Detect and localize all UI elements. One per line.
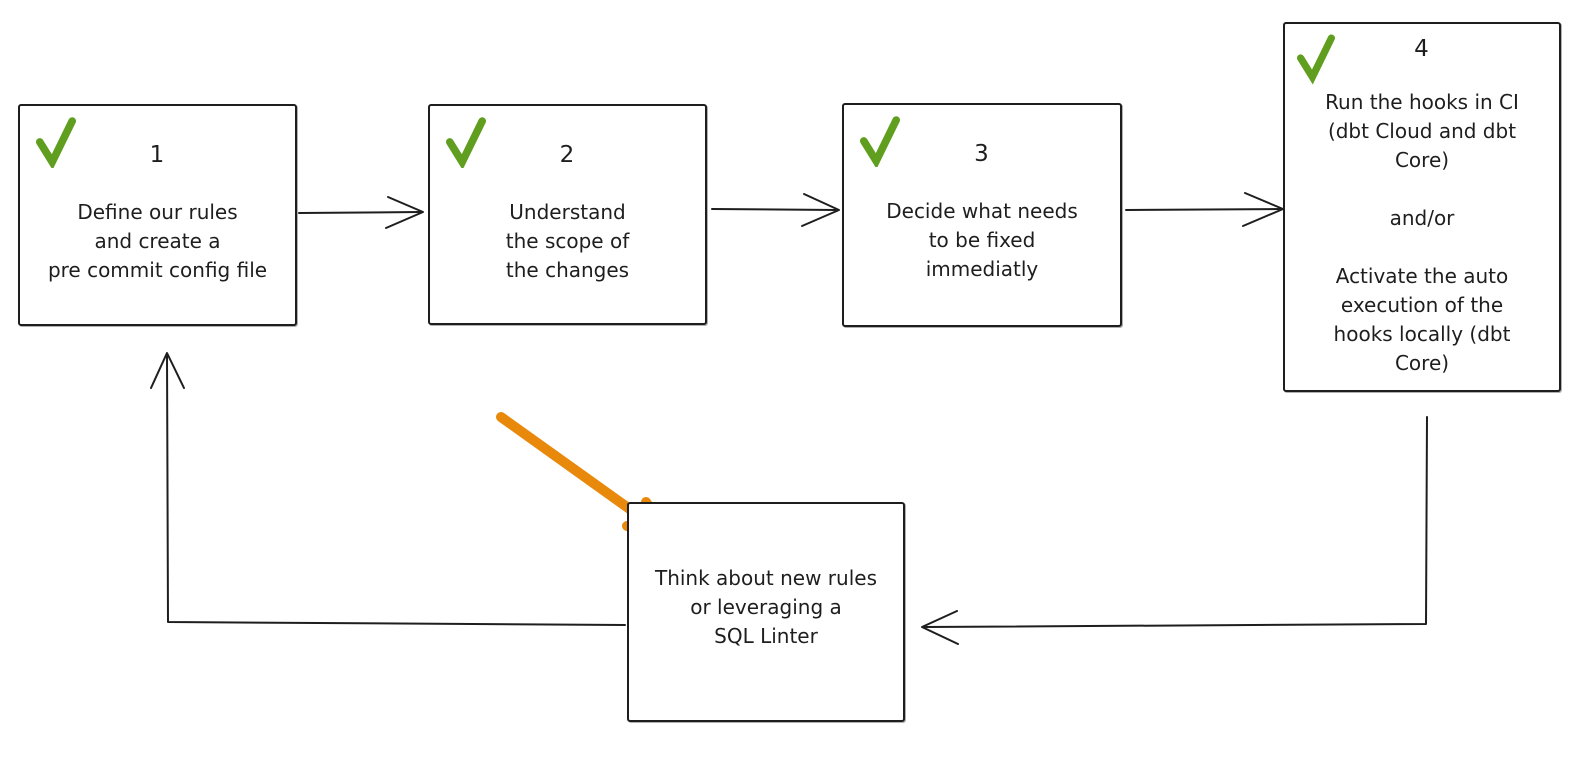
checkmark-icon — [36, 117, 76, 168]
arrow-step3-to-step4 — [1125, 192, 1284, 227]
step-4-box: 4 Run the hooks in CI (dbt Cloud and dbt… — [1283, 22, 1561, 392]
loop-box-text: Think about new rules or leveraging a SQ… — [654, 566, 877, 648]
loop-box: Think about new rules or leveraging a SQ… — [627, 502, 905, 722]
arrow-step1-to-step2 — [298, 196, 424, 229]
step-text: Define our rules and create a pre commit… — [47, 200, 268, 282]
arrow-loopbox-to-step1 — [150, 352, 626, 626]
step-2-box: 2 Understand the scope of the changes — [428, 104, 707, 325]
step-text: Run the hooks in CI (dbt Cloud and dbt C… — [1325, 90, 1519, 375]
arrow-step4-to-loopbox — [921, 416, 1428, 645]
step-3-box: 3 Decide what needs to be fixed immediat… — [842, 103, 1122, 327]
step-number: 2 — [559, 142, 576, 168]
step-1-box: 1 Define our rules and create a pre comm… — [18, 104, 297, 326]
step-number: 3 — [974, 141, 990, 167]
checkmark-icon — [446, 117, 486, 168]
arrow-step2-to-step3 — [711, 193, 840, 227]
step-text: Understand the scope of the changes — [505, 200, 630, 282]
step-number: 4 — [1414, 36, 1430, 62]
step-number: 1 — [149, 142, 166, 168]
checkmark-icon — [860, 116, 900, 167]
checkmark-icon — [1297, 34, 1335, 85]
step-text: Decide what needs to be fixed immediatly — [886, 199, 1078, 281]
